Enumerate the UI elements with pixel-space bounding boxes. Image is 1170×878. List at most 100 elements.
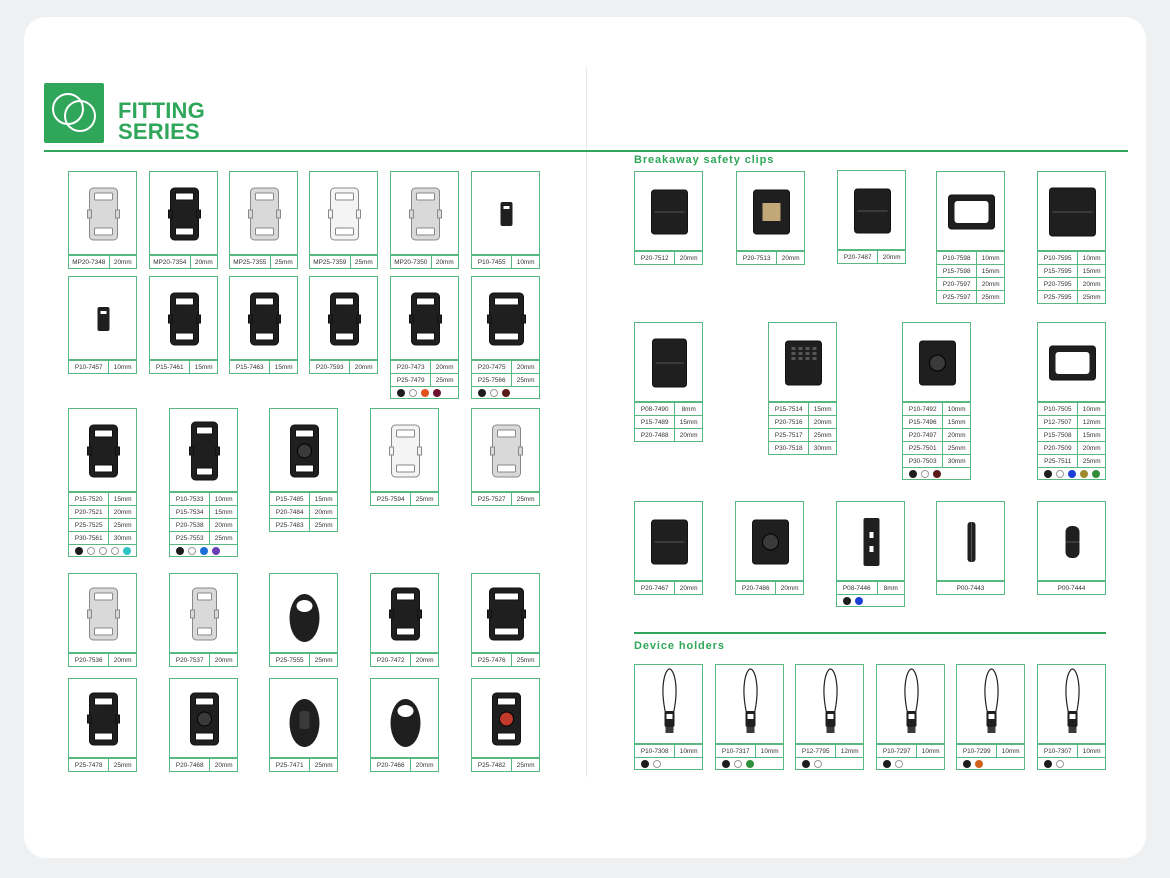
part-number: P10-7492 (901, 402, 944, 416)
buckle-icon (471, 408, 540, 492)
color-swatch-white (1056, 470, 1064, 478)
strap-width: 30mm (942, 454, 971, 468)
part-number: P20-7466 (369, 758, 412, 772)
part-number: P25-7595 (1036, 290, 1079, 304)
strap-width: 25mm (108, 518, 137, 532)
buckle-icon (370, 678, 439, 758)
part-number: P25-7517 (767, 428, 810, 442)
strap-width: 15mm (674, 415, 703, 429)
strap-width: 20mm (108, 255, 138, 269)
clip-icon (736, 171, 805, 251)
color-swatches (715, 757, 784, 770)
part-number: P10-7307 (1036, 744, 1079, 758)
buckle-icon (149, 171, 218, 255)
part-number: P10-7308 (633, 744, 676, 758)
part-number: P20-7475 (470, 360, 513, 374)
strap-width: 20mm (108, 653, 137, 667)
part-number: P20-7487 (836, 250, 879, 264)
strap-width: 20mm (674, 581, 703, 595)
color-swatches (902, 467, 971, 480)
strap-width: 15mm (309, 492, 338, 506)
strap-width: 10mm (942, 402, 971, 416)
color-swatch-black (909, 470, 917, 478)
strap-width: 15mm (189, 360, 218, 374)
clip-icon (936, 171, 1005, 251)
color-swatch-white (814, 760, 822, 768)
color-swatch-white (409, 389, 417, 397)
part-number: P20-7593 (308, 360, 351, 374)
part-number: P20-7509 (1036, 441, 1079, 455)
lanyard-icon (715, 664, 784, 744)
part-number: P10-7595 (1036, 251, 1079, 265)
buckle-icon (169, 408, 238, 492)
color-swatch-maroon (502, 389, 510, 397)
part-number: P25-7527 (470, 492, 513, 506)
clip-icon (1037, 322, 1106, 402)
color-swatches (1037, 467, 1106, 480)
part-number: P10-7457 (67, 360, 110, 374)
strap-width: 20mm (1077, 277, 1106, 291)
color-swatch-white (490, 389, 498, 397)
part-number: P00-7443 (936, 581, 1005, 595)
part-number: P10-7505 (1036, 402, 1079, 416)
color-swatch-white (111, 547, 119, 555)
strap-width: 15mm (942, 415, 971, 429)
strap-width: 20mm (877, 250, 906, 264)
color-swatches (634, 757, 703, 770)
ring-logo-icon (44, 83, 104, 143)
color-swatch-white (188, 547, 196, 555)
part-number: P20-7473 (389, 360, 432, 374)
buckle-icon (229, 171, 298, 255)
buckle-icon (68, 276, 137, 360)
clip-icon (1037, 501, 1106, 581)
spec-table: P00-7444 (1037, 581, 1106, 595)
strap-width: 10mm (1077, 251, 1106, 265)
buckle-icon (68, 408, 137, 492)
clip-icon (936, 501, 1005, 581)
clip-icon (768, 322, 837, 402)
buckle-icon (471, 678, 540, 758)
part-number: MP25-7355 (229, 255, 271, 269)
buckle-icon (269, 408, 338, 492)
part-number: P20-7516 (767, 415, 810, 429)
part-number: P20-7537 (168, 653, 211, 667)
strap-width: 25mm (511, 373, 540, 387)
color-swatch-violet (212, 547, 220, 555)
color-swatches (169, 544, 238, 557)
color-swatch-royal (1068, 470, 1076, 478)
part-number: P25-7476 (470, 653, 513, 667)
